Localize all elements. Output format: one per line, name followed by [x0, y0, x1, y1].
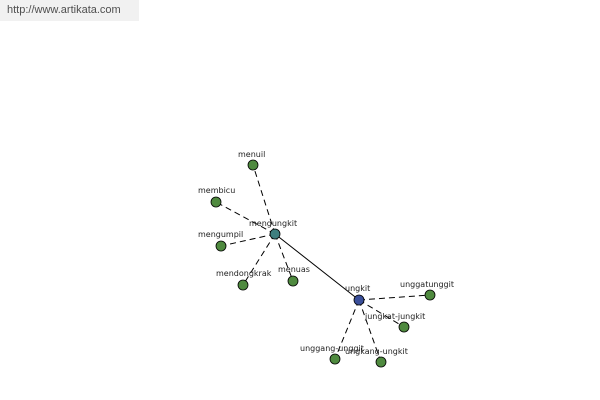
node-label-mengungkit[interactable]: mengungkit: [249, 219, 297, 228]
node-menuil[interactable]: [247, 159, 259, 171]
edge-ungkit-jungkat-jungkit: [358, 299, 405, 328]
edge-mengungkit-menuil: [252, 164, 276, 235]
node-label-ungkit[interactable]: ungkit: [345, 284, 370, 293]
edge-ungkit-unggatunggit: [358, 294, 431, 301]
node-menuas[interactable]: [287, 275, 299, 287]
source-url[interactable]: http://www.artikata.com: [0, 0, 139, 21]
node-label-menuil[interactable]: menuil: [238, 150, 265, 159]
node-ungkang-ungkit[interactable]: [375, 356, 387, 368]
node-label-mengumpil[interactable]: mengumpil: [198, 230, 243, 239]
node-label-mendongkrak[interactable]: mendongkrak: [216, 269, 272, 278]
nodes-layer: [210, 159, 436, 368]
node-ungkit[interactable]: [353, 294, 365, 306]
edge-mengungkit-mendongkrak: [242, 233, 276, 286]
node-label-ungkang-ungkit[interactable]: ungkang-ungkit: [345, 347, 408, 356]
edge-mengungkit-ungkit: [274, 233, 360, 301]
edge-mengungkit-menuas: [274, 233, 294, 282]
node-label-menuas[interactable]: menuas: [278, 265, 310, 274]
node-label-unggang-unggit[interactable]: unggang-unggit: [300, 344, 364, 353]
edge-ungkit-unggang-unggit: [334, 299, 360, 360]
edge-mengungkit-membicu: [215, 201, 276, 235]
node-label-membicu[interactable]: membicu: [198, 186, 235, 195]
edge-ungkit-ungkang-ungkit: [358, 299, 382, 363]
node-unggatunggit[interactable]: [424, 289, 436, 301]
node-mengumpil[interactable]: [215, 240, 227, 252]
node-mendongkrak[interactable]: [237, 279, 249, 291]
labels-layer: mengungkit ungkit menuil membicu mengumpil me…: [198, 150, 454, 356]
node-mengungkit[interactable]: [269, 228, 281, 240]
node-label-jungkat-jungkit[interactable]: jungkat-jungkit: [364, 312, 425, 321]
node-membicu[interactable]: [210, 196, 222, 208]
node-label-unggatunggit[interactable]: unggatunggit: [400, 280, 454, 289]
node-unggang-unggit[interactable]: [329, 353, 341, 365]
node-jungkat-jungkit[interactable]: [398, 321, 410, 333]
edges-layer: [215, 164, 431, 363]
